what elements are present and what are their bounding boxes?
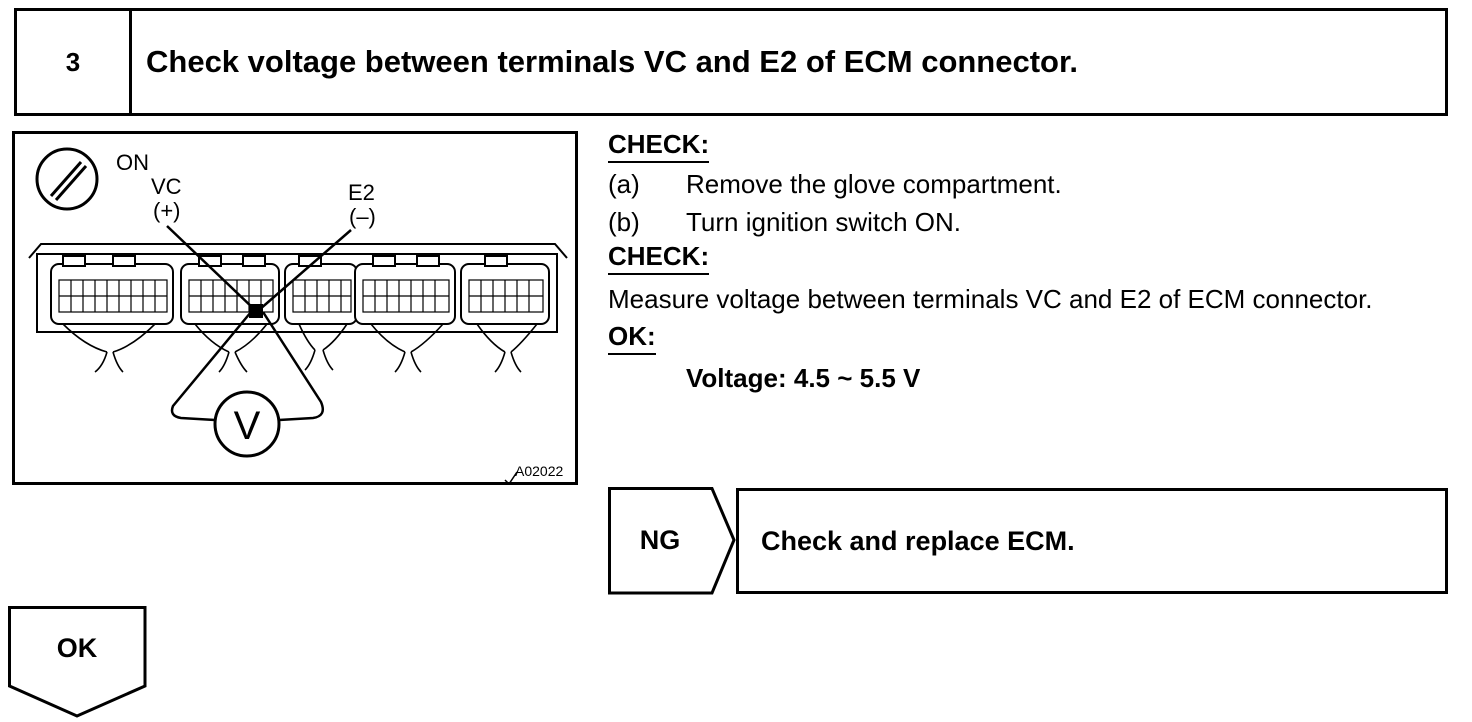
probe-tips bbox=[249, 304, 263, 318]
voltage-spec: Voltage: 4.5 ~ 5.5 V bbox=[686, 363, 921, 393]
vc-terminal-label: VC bbox=[151, 174, 182, 199]
ignition-on-label: ON bbox=[116, 150, 149, 175]
ok-label: OK bbox=[56, 632, 98, 663]
connector-pins bbox=[58, 279, 544, 313]
ecm-connector-illustration: ON VC (+) E2 (–) bbox=[12, 131, 578, 485]
instructions-block: CHECK: (a) Remove the glove compartment.… bbox=[608, 127, 1448, 395]
voltmeter-symbol: V bbox=[234, 404, 261, 448]
step-header: 3 Check voltage between terminals VC and… bbox=[14, 8, 1448, 116]
ng-label: NG bbox=[639, 524, 681, 555]
measure-text: Measure voltage between terminals VC and… bbox=[608, 284, 1373, 314]
check-heading-2: CHECK: bbox=[608, 239, 1448, 275]
instruction-step-a: (a) Remove the glove compartment. bbox=[608, 169, 1062, 199]
voltmeter-icon bbox=[213, 390, 281, 458]
ng-action-box: Check and replace ECM. bbox=[736, 488, 1448, 594]
vc-polarity-label: (+) bbox=[153, 198, 181, 223]
ecm-diagram: ON VC (+) E2 (–) bbox=[28, 147, 568, 482]
checkmark-icon bbox=[504, 471, 518, 482]
e2-polarity-label: (–) bbox=[349, 204, 376, 229]
step-number: 3 bbox=[17, 11, 132, 113]
check-heading: CHECK: bbox=[608, 127, 1448, 163]
wire-harness bbox=[62, 323, 538, 373]
ecm-body bbox=[28, 243, 568, 333]
ignition-key-icon bbox=[35, 147, 99, 211]
step-title: Check voltage between terminals VC and E… bbox=[146, 44, 1078, 79]
connector-blocks bbox=[50, 255, 550, 325]
ok-heading: OK: bbox=[608, 319, 1448, 355]
ok-arrow-shape bbox=[8, 606, 147, 718]
instruction-step-b: (b) Turn ignition switch ON. bbox=[608, 207, 962, 237]
probe-leads bbox=[166, 225, 352, 422]
ng-arrow-shape bbox=[608, 487, 736, 595]
figure-code: A02022 bbox=[515, 463, 563, 479]
e2-terminal-label: E2 bbox=[348, 180, 375, 205]
